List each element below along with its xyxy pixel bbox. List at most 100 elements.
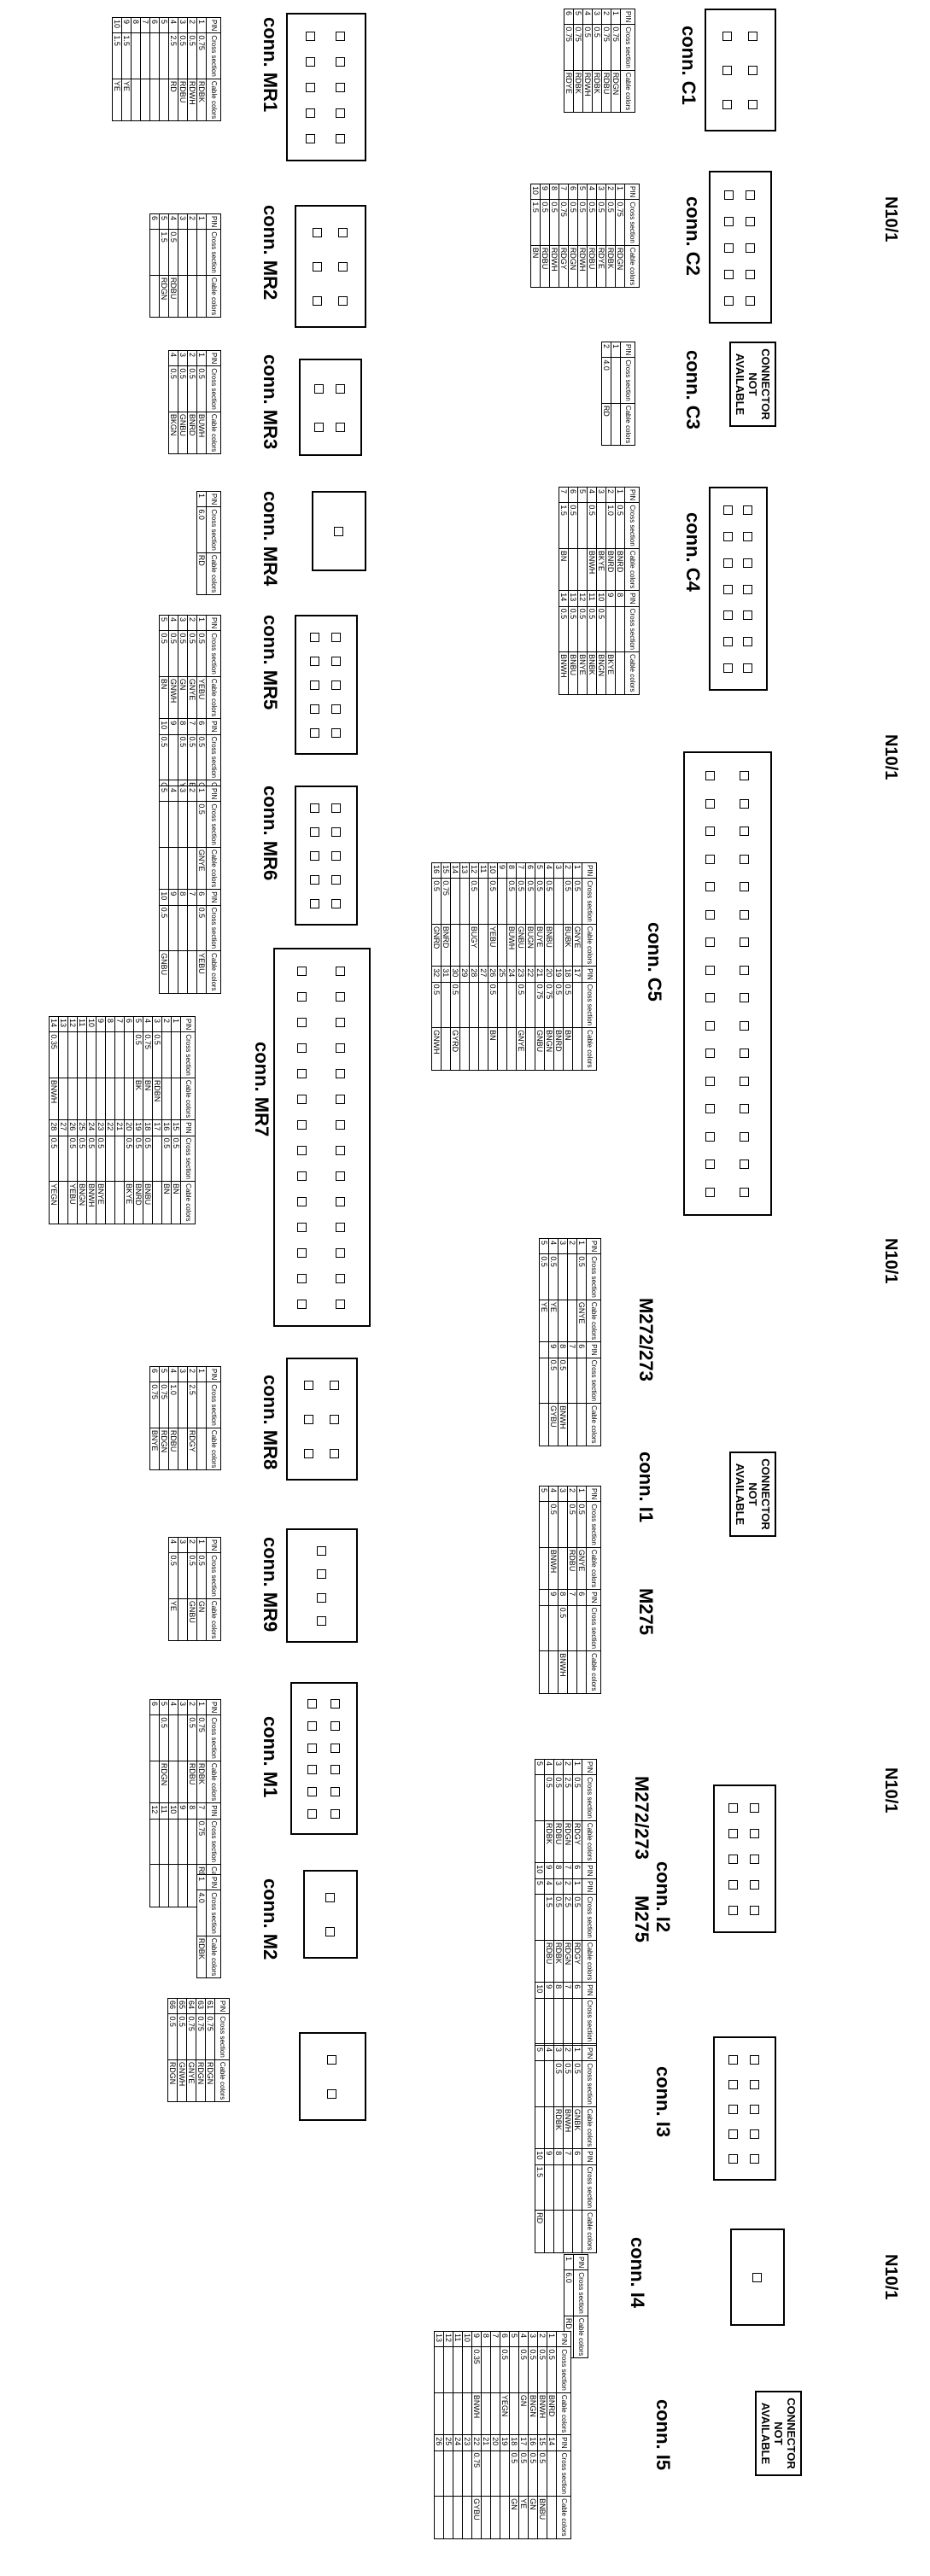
pin-number: 6 — [568, 184, 578, 200]
pin-cavity — [330, 1698, 341, 1709]
cross-section: 0.5 — [196, 1552, 207, 1599]
cross-section — [149, 1819, 160, 1865]
pin-number: 2 — [563, 1759, 573, 1775]
cross-section: 0.5 — [558, 1605, 568, 1651]
pin-number: 21 — [535, 966, 545, 983]
pin-number: 8 — [178, 889, 188, 906]
pin-cavity — [742, 532, 752, 542]
pin-cavity — [750, 2054, 760, 2065]
pin-cavity — [728, 1829, 739, 1838]
cable-color: BNWH — [558, 1403, 568, 1446]
cross-section: 0.5 — [582, 24, 593, 71]
cross-section — [187, 229, 197, 276]
pin-cavity — [336, 1300, 346, 1309]
cable-color: GNBU — [516, 924, 526, 967]
cross-section: 0.5 — [572, 878, 582, 925]
header-pin: PIN — [556, 2331, 571, 2347]
header-pin: PIN — [180, 1016, 196, 1032]
cable-color: GNYE — [516, 1027, 526, 1071]
cross-section — [558, 1253, 568, 1300]
cross-section — [168, 1714, 178, 1761]
cross-section — [506, 982, 517, 1028]
cable-color: BNYE — [96, 1181, 106, 1224]
cross-section: 0.5 — [558, 1358, 568, 1404]
cross-section — [178, 1714, 188, 1761]
pin-number: 1 — [572, 1878, 582, 1895]
pin-cavity — [740, 1104, 749, 1114]
pin-cavity — [310, 875, 320, 885]
pin-cavity — [307, 1787, 317, 1797]
pin-number: 3 — [592, 9, 602, 25]
cable-color: RDGN — [167, 2059, 178, 2102]
cross-section: 0.5 — [167, 2013, 178, 2060]
table-row: 3 — [178, 1537, 188, 1641]
cross-section: 0.5 — [431, 982, 442, 1028]
cable-color — [161, 1078, 172, 1120]
cable-color: BN — [161, 1181, 172, 1224]
cross-section: 0.5 — [596, 606, 606, 652]
pin-cavity — [740, 882, 749, 892]
pin-cavity — [722, 32, 732, 41]
pin-number: 8 — [178, 718, 188, 735]
pin-cavity — [336, 1095, 346, 1104]
pin-number: 5 — [539, 1238, 549, 1254]
header-colors: Cable colors — [556, 2392, 571, 2435]
cable-color: RDGN — [563, 1820, 573, 1863]
connector-c2-housing — [709, 171, 772, 324]
cross-section: 0.5 — [488, 982, 498, 1028]
pin-number: 9 — [471, 2331, 482, 2347]
pin-number: 14 — [49, 1016, 59, 1032]
pin-number: 5 — [159, 1366, 169, 1382]
pin-number: 14 — [559, 590, 569, 607]
pin-number: 4 — [548, 1486, 559, 1502]
cable-color — [131, 79, 141, 121]
header-pin: PIN — [180, 1119, 196, 1136]
connector-label-c5: conn. C5 — [644, 922, 665, 1002]
pin-cavity — [728, 1880, 739, 1890]
pin-cavity — [331, 704, 342, 714]
pin-number: 6 — [196, 718, 207, 735]
cross-section: 0.5 — [133, 1031, 143, 1078]
cable-color: RDYE — [564, 70, 574, 113]
pin-number: 3 — [558, 1486, 568, 1502]
pin-cavity — [752, 2273, 762, 2282]
cable-color — [149, 1864, 160, 1907]
cross-section: 0.5 — [187, 734, 197, 780]
pin-cavity — [317, 1545, 326, 1556]
cross-section: 0.5 — [540, 199, 550, 246]
cross-section: 0.5 — [577, 199, 588, 246]
cable-color: RDBU — [178, 79, 188, 121]
cross-section: 6.0 — [196, 506, 207, 553]
cross-section: 1.0 — [605, 502, 616, 549]
cable-color: BNRD — [133, 1181, 143, 1224]
pin-number: 6 — [576, 1589, 587, 1606]
header-cross: Cross section — [573, 2269, 588, 2316]
connector-m2-housing — [303, 1870, 358, 1959]
cross-section — [567, 1253, 577, 1300]
connector-label-m1: conn. M1 — [260, 1716, 281, 1798]
pin-number: 1 — [615, 487, 625, 503]
pin-cavity — [331, 899, 342, 908]
cross-section: 0.75 — [471, 2450, 482, 2497]
pin-cavity — [317, 1569, 326, 1580]
pin-cavity — [740, 771, 749, 781]
header-pin: PIN — [586, 1341, 601, 1358]
cable-color: RDGN — [611, 70, 621, 113]
pin-number: 19 — [133, 1119, 143, 1136]
pin-cavity — [740, 798, 749, 809]
cross-section: 0.5 — [143, 1136, 153, 1182]
cross-section — [525, 982, 535, 1028]
cable-color — [547, 2496, 557, 2539]
pin-number: 3 — [178, 213, 188, 230]
pin-number: 1 — [576, 1238, 587, 1254]
pin-number: 4 — [168, 1699, 178, 1715]
cable-color: RDBU — [168, 275, 178, 318]
